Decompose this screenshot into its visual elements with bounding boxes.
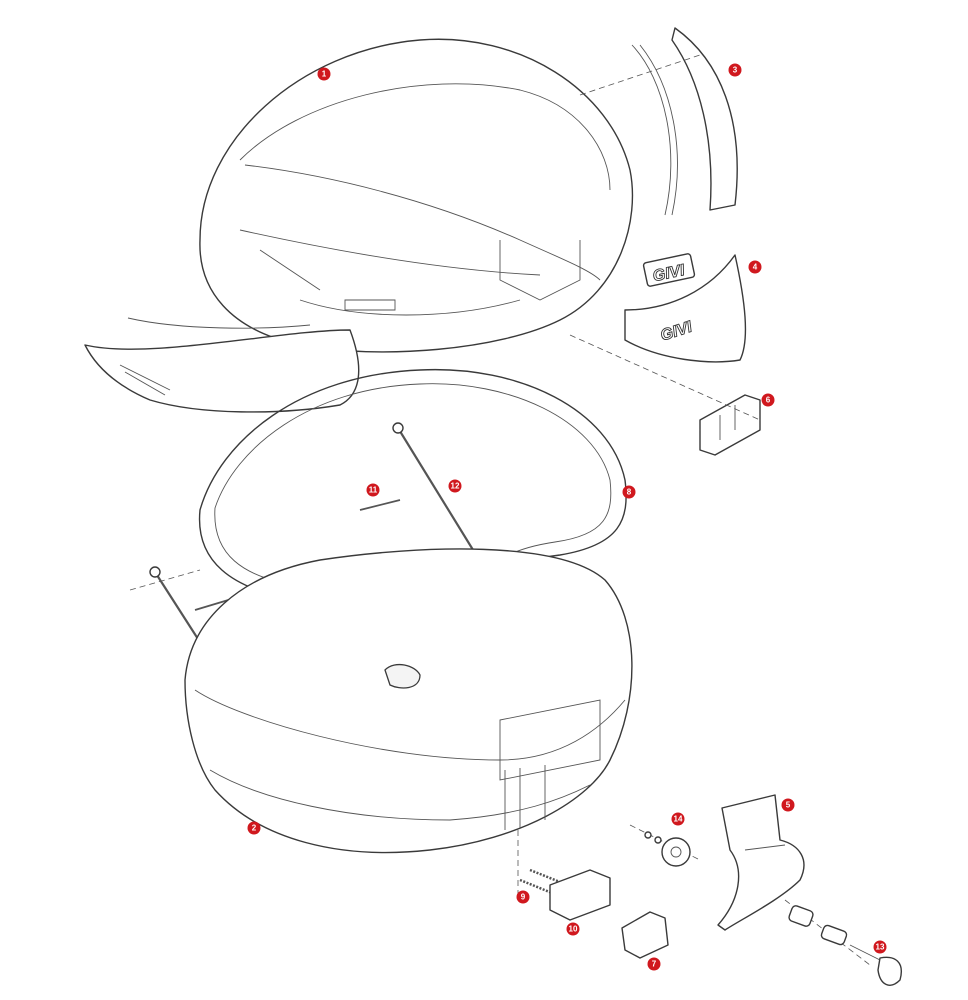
- callout-7: 7: [647, 957, 661, 971]
- part-lock-housing: [717, 794, 805, 931]
- callout-4: 4: [748, 260, 762, 274]
- givi-logo-small: GIVI: [651, 262, 686, 285]
- part-key: [849, 944, 902, 986]
- part-base: [184, 548, 633, 854]
- callout-12: 12: [448, 479, 462, 493]
- callout-6: 6: [761, 393, 775, 407]
- part-reflector-right: [631, 27, 738, 216]
- part-hinge-bracket: [699, 394, 761, 456]
- part-slider: [549, 869, 611, 921]
- callout-8: 8: [622, 485, 636, 499]
- part-logo-plate: GIVI GIVI: [624, 253, 747, 363]
- callout-2: 2: [247, 821, 261, 835]
- callout-10: 10: [566, 922, 580, 936]
- callout-13: 13: [873, 940, 887, 954]
- callout-11: 11: [366, 483, 380, 497]
- part-lid: [199, 38, 634, 353]
- part-button: [621, 911, 669, 959]
- callout-1: 1: [317, 67, 331, 81]
- part-springs: [519, 868, 561, 895]
- callout-14: 14: [671, 812, 685, 826]
- callout-3: 3: [728, 63, 742, 77]
- callout-5: 5: [781, 798, 795, 812]
- part-lock-cylinder: [788, 905, 848, 946]
- part-reflector-left: [84, 317, 360, 413]
- part-lock-knob: [644, 831, 691, 867]
- callout-9: 9: [516, 890, 530, 904]
